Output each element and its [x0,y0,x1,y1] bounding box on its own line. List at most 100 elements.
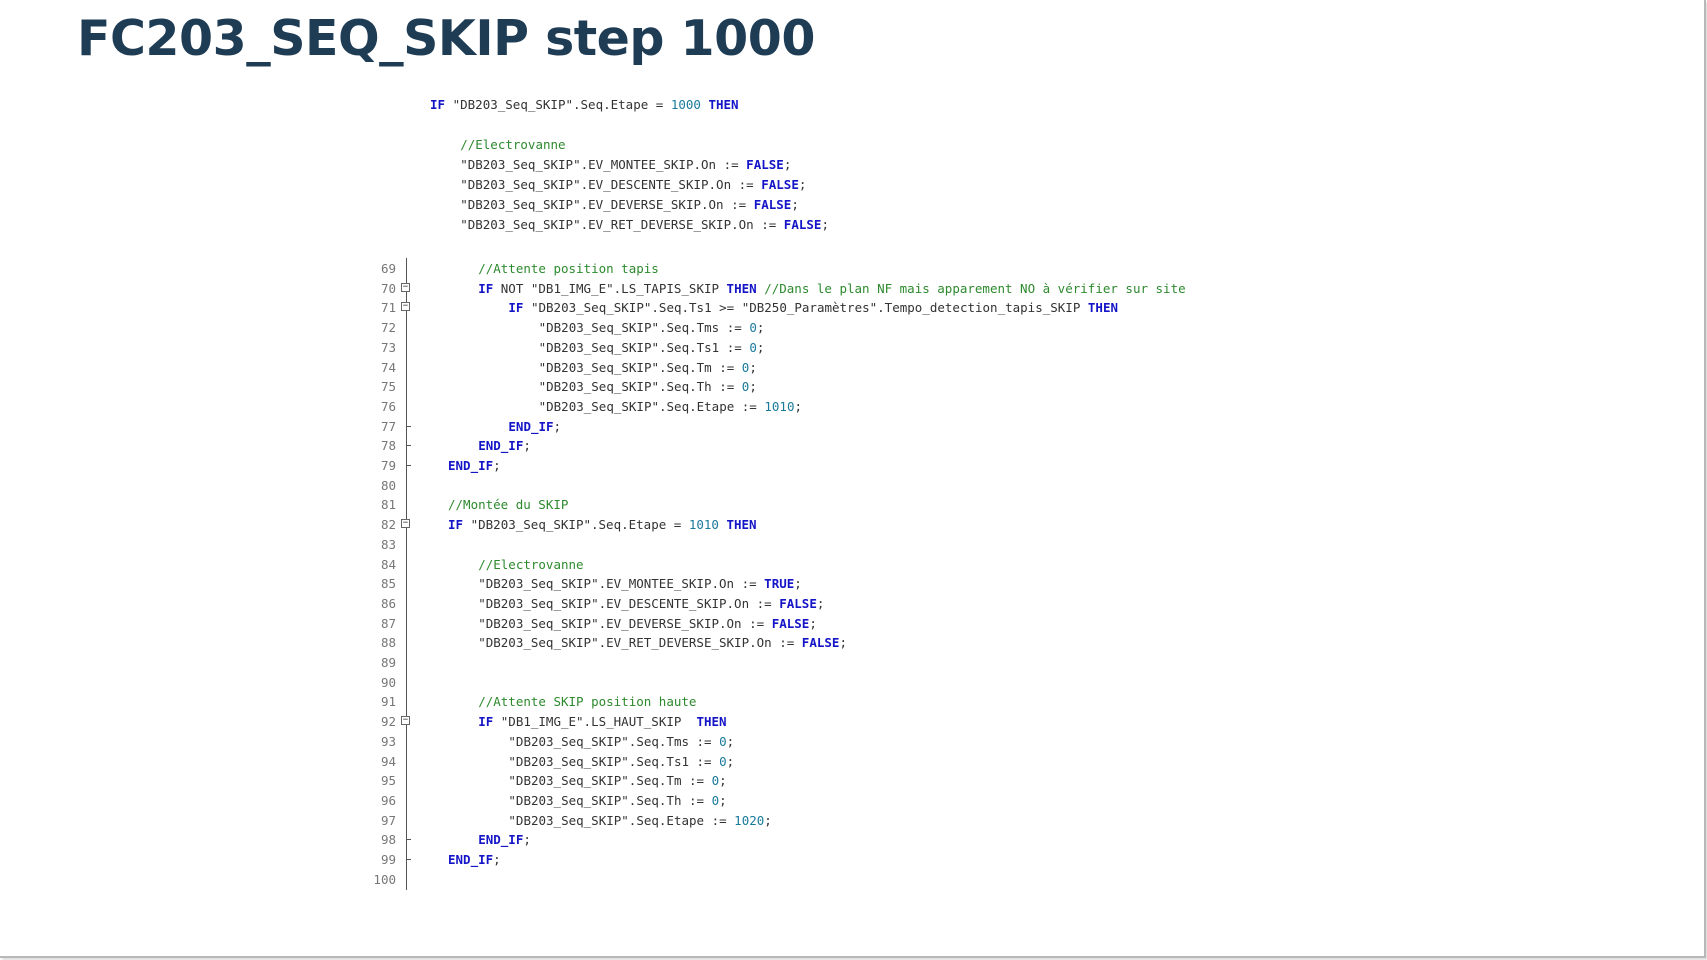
code-token: ; [794,576,802,592]
code-token: ; [719,773,727,789]
line-number: 85 [380,576,396,592]
code-number: 0 [741,379,750,395]
code-token: "DB203_Seq_SKIP".Seq.Ts1 >= "DB250_Param… [523,300,1088,316]
code-token: "DB203_Seq_SKIP".Seq.Th := [508,792,712,808]
code-keyword: THEN [726,280,757,296]
code-keyword: FALSE [779,595,817,611]
code-keyword: FALSE [746,157,784,172]
code-token: ; [493,458,501,473]
editor-line: 82−IF "DB203_Seq_SKIP".Seq.Etape = 1010 … [360,514,1310,536]
editor-line: 80 [360,474,1310,496]
line-number: 96 [380,792,396,808]
fold-gutter [406,474,407,496]
code-keyword: TRUE [764,576,795,592]
editor-line: 96"DB203_Seq_SKIP".Seq.Th := 0; [360,789,1310,811]
code-text: END_IF; [478,829,531,850]
code-keyword: FALSE [801,635,840,651]
fold-gutter [406,533,407,555]
fold-gutter [406,652,407,673]
code-comment: //Electrovanne [478,556,584,572]
code-number: 0 [741,359,750,375]
code-keyword: THEN [708,97,739,112]
code-number: 0 [749,339,757,355]
fold-end-marker [406,465,411,466]
line-number: 71 [380,300,396,316]
fold-gutter [406,553,407,575]
fold-gutter [406,356,407,378]
code-text: //Montée du SKIP [448,494,568,515]
line-number: 79 [380,458,396,473]
fold-gutter [406,592,407,614]
line-number: 77 [380,418,396,434]
code-text: END_IF; [508,416,561,437]
code-token: ; [523,832,531,848]
code-number: 1010 [688,517,719,533]
code-comment: //Attente SKIP position haute [478,694,697,710]
line-number: 81 [380,497,396,513]
code-text: //Attente SKIP position haute [478,691,696,712]
code-line: //Electrovanne [460,136,565,154]
editor-line: 70−IF NOT "DB1_IMG_E".LS_TAPIS_SKIP THEN… [360,277,1310,299]
editor-line: 87"DB203_Seq_SKIP".EV_DEVERSE_SKIP.On :=… [360,612,1310,634]
line-number: 89 [380,655,396,670]
line-number: 76 [380,398,396,414]
code-token: ; [719,792,727,808]
editor-line: 100 [360,868,1310,890]
code-comment: //Attente position tapis [478,261,659,276]
code-token: NOT "DB1_IMG_E".LS_TAPIS_SKIP [493,280,727,296]
code-token: "DB203_Seq_SKIP".Seq.Tms := [538,320,750,336]
line-number: 93 [380,733,396,749]
code-number: 1010 [764,398,795,414]
editor-line: 81 //Montée du SKIP [360,494,1310,516]
code-number: 1000 [670,97,701,112]
code-token: "DB203_Seq_SKIP".Seq.Tm := [538,359,742,375]
collapse-toggle-icon[interactable]: − [401,715,410,726]
line-number: 74 [380,359,396,375]
editor-line: 83 [360,533,1310,555]
collapse-toggle-icon[interactable]: − [401,301,410,312]
editor-line: 93 "DB203_Seq_SKIP".Seq.Tms := 0; [360,730,1310,752]
code-token: "DB203_Seq_SKIP".EV_RET_DEVERSE_SKIP.On … [478,635,802,651]
line-number: 78 [380,438,396,454]
code-keyword: IF [448,517,464,533]
code-token: "DB203_Seq_SKIP".EV_DESCENTE_SKIP.On := [478,595,780,611]
editor-line: 95"DB203_Seq_SKIP".Seq.Tm := 0; [360,770,1310,792]
line-number: 98 [380,832,396,848]
fold-end-marker [406,859,411,860]
editor-line: 88"DB203_Seq_SKIP".EV_RET_DEVERSE_SKIP.O… [360,632,1310,654]
line-number: 91 [380,694,396,710]
code-token: "DB203_Seq_SKIP".Seq.Etape = [445,97,671,112]
fold-end-marker [406,445,411,447]
code-token: ; [756,320,765,336]
line-number: 95 [380,773,396,789]
code-token: ; [816,595,825,611]
code-keyword: THEN [1087,300,1118,316]
line-number: 94 [380,753,396,769]
code-token: ; [794,398,803,414]
code-keyword: FALSE [753,197,792,212]
code-text: "DB203_Seq_SKIP".Seq.Tm := 0; [539,357,757,378]
code-token: ; [756,339,765,355]
code-token: "DB203_Seq_SKIP".EV_DESCENTE_SKIP.On := [460,177,762,192]
collapse-toggle-icon[interactable]: − [401,281,410,292]
code-token: ; [839,635,847,651]
editor-line: 69//Attente position tapis [360,258,1310,279]
fold-gutter [406,317,407,339]
line-number: 73 [380,339,396,355]
line-number: 70 [380,280,396,296]
code-token: "DB203_Seq_SKIP".Seq.Etape := [538,398,765,414]
code-token: "DB203_Seq_SKIP".EV_MONTEE_SKIP.On := [460,157,747,172]
slide-title: FC203_SEQ_SKIP step 1000 [77,10,815,67]
line-number: 83 [380,536,396,552]
code-keyword: FALSE [771,615,810,631]
code-text: END_IF; [448,849,501,870]
editor-line: 85"DB203_Seq_SKIP".EV_MONTEE_SKIP.On := … [360,573,1310,595]
code-token: ; [791,197,799,212]
code-token: "DB203_Seq_SKIP".Seq.Etape = [463,517,689,533]
fold-gutter [406,376,407,398]
editor-line: 94"DB203_Seq_SKIP".Seq.Ts1 := 0; [360,750,1310,772]
editor-line: 86"DB203_Seq_SKIP".EV_DESCENTE_SKIP.On :… [360,592,1310,614]
code-text: "DB203_Seq_SKIP".Seq.Tms := 0; [508,731,734,752]
collapse-toggle-icon[interactable]: − [401,518,410,529]
